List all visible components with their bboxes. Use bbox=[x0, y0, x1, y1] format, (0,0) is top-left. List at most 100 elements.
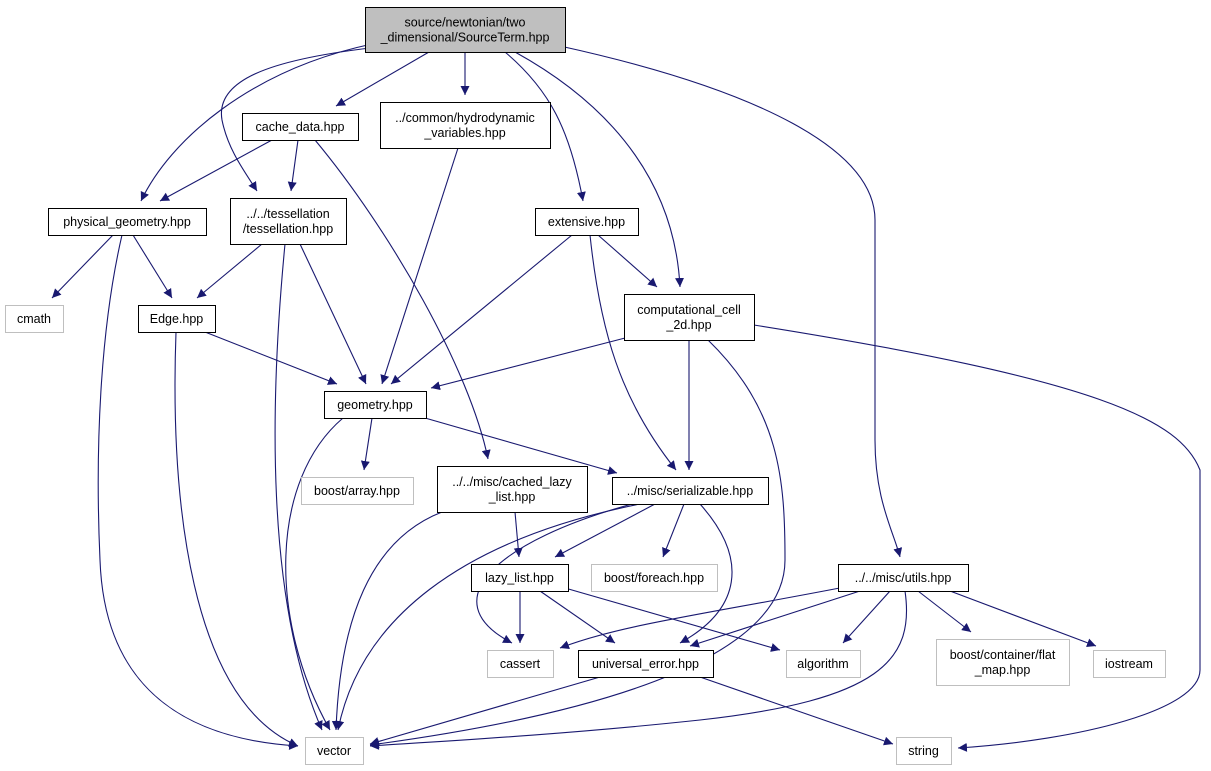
node-serial[interactable]: ../misc/serializable.hpp bbox=[612, 477, 769, 505]
edge-serial-to-vector bbox=[335, 503, 641, 731]
node-label: physical_geometry.hpp bbox=[63, 215, 191, 229]
edge-edge-to-vector bbox=[174, 331, 299, 747]
node-label: _2d.hpp bbox=[665, 318, 711, 332]
node-label: boost/container/flat bbox=[950, 648, 1056, 662]
edge-compcell-to-geometry bbox=[430, 336, 630, 391]
edge-utils-to-algorithm bbox=[842, 590, 891, 644]
edge-root-to-utils bbox=[559, 45, 903, 558]
node-box bbox=[48, 208, 207, 236]
node-cachedlazy[interactable]: ../../misc/cached_lazy_list.hpp bbox=[437, 466, 588, 513]
node-univerr[interactable]: universal_error.hpp bbox=[578, 650, 714, 678]
node-root[interactable]: source/newtonian/two_dimensional/SourceT… bbox=[365, 7, 566, 53]
node-utils[interactable]: ../../misc/utils.hpp bbox=[838, 564, 969, 592]
edge-physgeo-to-vector bbox=[97, 234, 299, 750]
node-box bbox=[324, 391, 427, 419]
edge-geometry-to-boostarray bbox=[360, 417, 373, 471]
edge-serial-to-boostforeach bbox=[662, 503, 685, 558]
node-label: _map.hpp bbox=[974, 663, 1031, 677]
edge-root-to-tess bbox=[220, 47, 371, 192]
node-box bbox=[5, 305, 64, 333]
node-cassert: cassert bbox=[487, 650, 554, 678]
edge-cache-to-cachedlazy bbox=[314, 139, 491, 460]
edge-physgeo-to-edge bbox=[132, 234, 173, 299]
node-tess[interactable]: ../../tessellation/tessellation.hpp bbox=[230, 198, 347, 245]
edge-edge-to-geometry bbox=[204, 331, 338, 385]
node-box bbox=[301, 477, 414, 505]
node-box bbox=[138, 305, 216, 333]
node-box bbox=[1093, 650, 1166, 678]
node-box bbox=[786, 650, 861, 678]
node-box bbox=[437, 466, 588, 513]
edge-univerr-to-string bbox=[699, 676, 894, 746]
node-string: string bbox=[896, 737, 952, 765]
node-label: computational_cell bbox=[637, 303, 741, 317]
node-geometry[interactable]: geometry.hpp bbox=[324, 391, 427, 419]
node-boostforeach: boost/foreach.hpp bbox=[591, 564, 718, 592]
edge-cache-to-physgeo bbox=[159, 139, 273, 202]
node-label: universal_error.hpp bbox=[592, 657, 699, 671]
node-box bbox=[591, 564, 718, 592]
edge-compcell-to-string bbox=[753, 324, 1201, 752]
edge-utils-to-iostream bbox=[949, 590, 1097, 648]
node-box bbox=[936, 639, 1070, 686]
node-label: ../../misc/cached_lazy bbox=[452, 475, 572, 489]
node-box bbox=[838, 564, 969, 592]
edge-root-to-compcell bbox=[514, 51, 685, 288]
edge-tess-to-geometry bbox=[299, 243, 367, 385]
edge-physgeo-to-cmath bbox=[51, 234, 114, 299]
edge-extensive-to-compcell bbox=[597, 234, 658, 288]
node-label: ../common/hydrodynamic bbox=[395, 111, 535, 125]
node-iostream: iostream bbox=[1093, 650, 1166, 678]
node-label: ../misc/serializable.hpp bbox=[627, 484, 753, 498]
node-vector: vector bbox=[305, 737, 364, 765]
node-label: string bbox=[908, 744, 939, 758]
node-box bbox=[305, 737, 364, 765]
edge-tess-to-edge bbox=[196, 243, 263, 299]
node-box bbox=[624, 294, 755, 341]
node-box bbox=[471, 564, 569, 592]
node-physgeo[interactable]: physical_geometry.hpp bbox=[48, 208, 207, 236]
node-label: ../../tessellation bbox=[246, 207, 329, 221]
edge-utils-to-vector bbox=[369, 590, 908, 750]
node-box bbox=[487, 650, 554, 678]
node-label: source/newtonian/two bbox=[405, 16, 526, 30]
node-label: cassert bbox=[500, 657, 541, 671]
node-label: iostream bbox=[1105, 657, 1153, 671]
node-label: algorithm bbox=[797, 657, 848, 671]
node-extensive[interactable]: extensive.hpp bbox=[535, 208, 639, 236]
node-label: /tessellation.hpp bbox=[243, 222, 333, 236]
node-label: _dimensional/SourceTerm.hpp bbox=[380, 31, 550, 45]
node-box bbox=[535, 208, 639, 236]
edge-serial-to-lazylist bbox=[554, 503, 656, 558]
node-box bbox=[612, 477, 769, 505]
node-edge[interactable]: Edge.hpp bbox=[138, 305, 216, 333]
node-hydro[interactable]: ../common/hydrodynamic_variables.hpp bbox=[380, 102, 551, 149]
node-cache[interactable]: cache_data.hpp bbox=[242, 113, 359, 141]
node-lazylist[interactable]: lazy_list.hpp bbox=[471, 564, 569, 592]
node-boostarray: boost/array.hpp bbox=[301, 477, 414, 505]
node-box bbox=[230, 198, 347, 245]
edge-serial-to-univerr bbox=[679, 503, 733, 644]
edge-utils-to-flatmap bbox=[917, 590, 972, 633]
edge-root-to-extensive bbox=[504, 51, 586, 202]
edge-geometry-to-vector bbox=[285, 417, 344, 731]
node-box bbox=[380, 102, 551, 149]
node-cmath: cmath bbox=[5, 305, 64, 333]
node-label: extensive.hpp bbox=[548, 215, 625, 229]
node-compcell[interactable]: computational_cell_2d.hpp bbox=[624, 294, 755, 341]
node-label: lazy_list.hpp bbox=[485, 571, 554, 585]
edge-hydro-to-geometry bbox=[380, 147, 459, 385]
node-label: Edge.hpp bbox=[150, 312, 204, 326]
edge-extensive-to-serial bbox=[589, 234, 677, 471]
node-box bbox=[242, 113, 359, 141]
edge-tess-to-vector bbox=[274, 243, 323, 731]
node-label: geometry.hpp bbox=[337, 398, 413, 412]
node-label: boost/foreach.hpp bbox=[604, 571, 704, 585]
node-box bbox=[578, 650, 714, 678]
edge-univerr-to-vector bbox=[369, 676, 601, 746]
edge-extensive-to-geometry bbox=[390, 234, 573, 385]
node-label: boost/array.hpp bbox=[314, 484, 400, 498]
edge-utils-to-cassert bbox=[559, 586, 846, 649]
node-label: cache_data.hpp bbox=[256, 120, 345, 134]
